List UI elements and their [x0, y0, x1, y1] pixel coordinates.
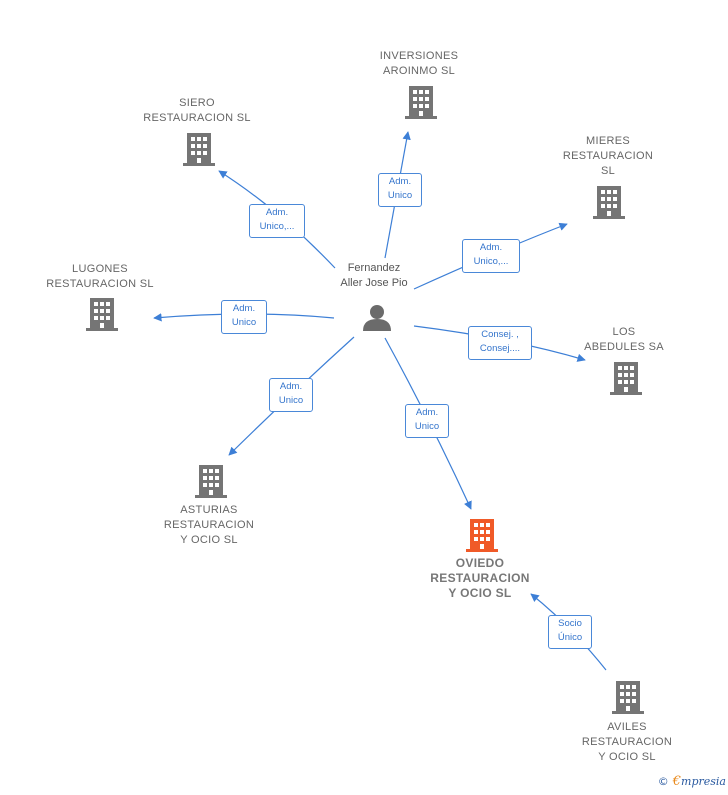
company-label-oviedo[interactable]: OVIEDO RESTAURACION Y OCIO SL — [430, 556, 530, 600]
copyright-icon: © — [657, 775, 669, 788]
building-icon-inversiones[interactable] — [405, 86, 437, 119]
person-icon[interactable] — [363, 305, 391, 331]
relation-label-inversiones[interactable]: Adm. Unico — [378, 173, 422, 207]
company-label-aviles[interactable]: AVILES RESTAURACION Y OCIO SL — [581, 721, 673, 763]
company-label-asturias[interactable]: ASTURIAS RESTAURACION Y OCIO SL — [163, 504, 255, 546]
relation-label-lugones[interactable]: Adm. Unico — [221, 300, 267, 334]
building-icon-siero[interactable] — [183, 133, 215, 166]
relation-label-mieres[interactable]: Adm. Unico,... — [462, 239, 520, 273]
building-icon-mieres[interactable] — [593, 186, 625, 219]
building-icon-lugones[interactable] — [86, 298, 118, 331]
relation-label-siero[interactable]: Adm. Unico,... — [249, 204, 305, 238]
building-icon-oviedo[interactable] — [466, 519, 498, 552]
relation-label-asturias[interactable]: Adm. Unico — [269, 378, 313, 412]
brand-initial: € — [672, 774, 682, 789]
relation-label-abedules[interactable]: Consej. , Consej.... — [468, 326, 532, 360]
company-label-lugones[interactable]: LUGONES RESTAURACION SL — [46, 263, 154, 290]
brand-name: mpresia — [681, 775, 726, 788]
company-label-abedules[interactable]: LOS ABEDULES SA — [584, 326, 664, 353]
relation-label-oviedo[interactable]: Adm. Unico — [405, 404, 449, 438]
building-icon-aviles[interactable] — [612, 681, 644, 714]
empresia-logo[interactable]: ©€mpresia — [658, 774, 726, 789]
company-label-mieres[interactable]: MIERES RESTAURACION SL — [562, 135, 654, 177]
building-icon-abedules[interactable] — [610, 362, 642, 395]
company-label-inversiones[interactable]: INVERSIONES AROINMO SL — [379, 50, 459, 77]
relation-label-aviles-oviedo[interactable]: Socio Único — [548, 615, 592, 649]
company-label-siero[interactable]: SIERO RESTAURACION SL — [143, 97, 251, 124]
building-icon-asturias[interactable] — [195, 465, 227, 498]
person-name-label[interactable]: Fernandez Aller Jose Pio — [340, 262, 408, 289]
